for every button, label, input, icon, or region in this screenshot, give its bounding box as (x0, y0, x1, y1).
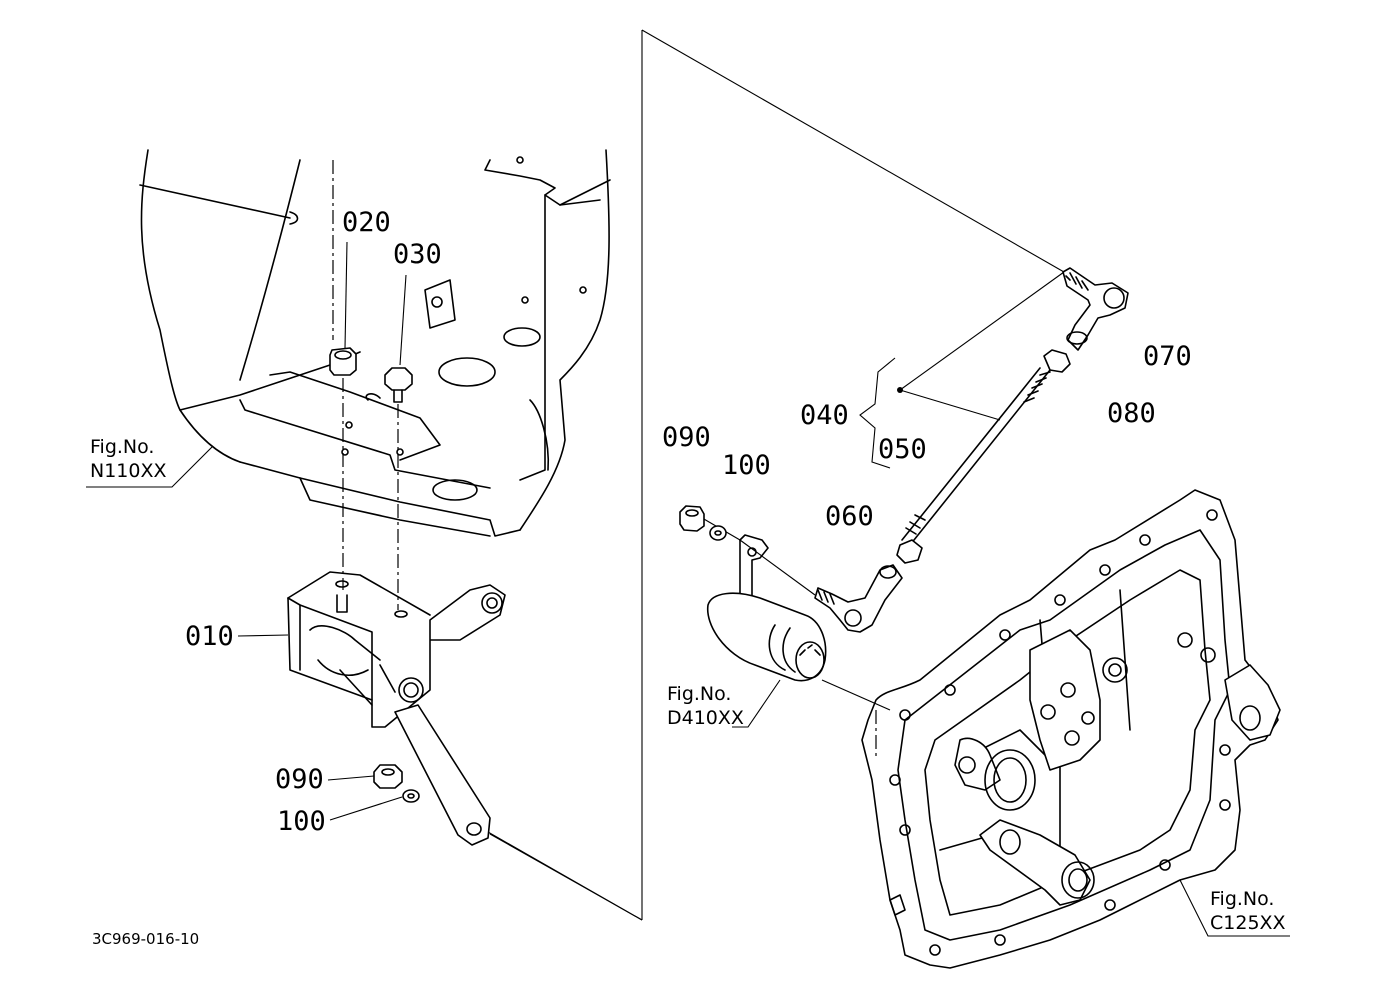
callout-040: 040 (800, 400, 849, 431)
callout-010: 010 (185, 621, 234, 652)
fig-ref-n110[interactable]: Fig.No. N110XX (90, 435, 167, 483)
callout-090-right: 090 (662, 422, 711, 453)
callout-030: 030 (393, 239, 442, 270)
ball-joint-060 (814, 564, 903, 633)
fig-ref-n110-line2: N110XX (90, 460, 167, 482)
callout-060: 060 (825, 501, 874, 532)
nut-090-left (373, 764, 403, 789)
fig-ref-c125-line1: Fig.No. (1210, 888, 1275, 910)
nut-080 (1043, 349, 1071, 373)
bolt-030 (384, 367, 413, 610)
bracket-010 (287, 571, 506, 846)
ball-joint-070 (1062, 267, 1129, 351)
fig-ref-c125-line2: C125XX (1210, 912, 1286, 934)
transmission-case-c125 (861, 489, 1281, 969)
fig-ref-d410-line1: Fig.No. (667, 683, 732, 705)
nut-090-right (679, 505, 705, 532)
callout-070: 070 (1143, 341, 1192, 372)
frame-top-edge (641, 29, 1065, 273)
callout-020: 020 (342, 207, 391, 238)
nut-050 (896, 539, 923, 564)
callout-080: 080 (1107, 398, 1156, 429)
fig-ref-d410[interactable]: Fig.No. D410XX (667, 682, 744, 730)
callout-100-right: 100 (722, 450, 771, 481)
bolt-020 (329, 160, 357, 590)
fig-ref-c125[interactable]: Fig.No. C125XX (1210, 887, 1286, 935)
callout-050: 050 (878, 434, 927, 465)
washer-100-right (709, 525, 727, 541)
washer-100-left (402, 789, 420, 803)
fig-ref-d410-line2: D410XX (667, 707, 744, 729)
shaft-d410 (706, 534, 827, 682)
document-code: 3C969-016-10 (92, 930, 200, 948)
frame-housing (139, 149, 611, 537)
callout-090-left: 090 (275, 764, 324, 795)
rod-040 (901, 367, 1051, 546)
fig-ref-n110-line1: Fig.No. (90, 436, 155, 458)
callout-100-left: 100 (277, 806, 326, 837)
